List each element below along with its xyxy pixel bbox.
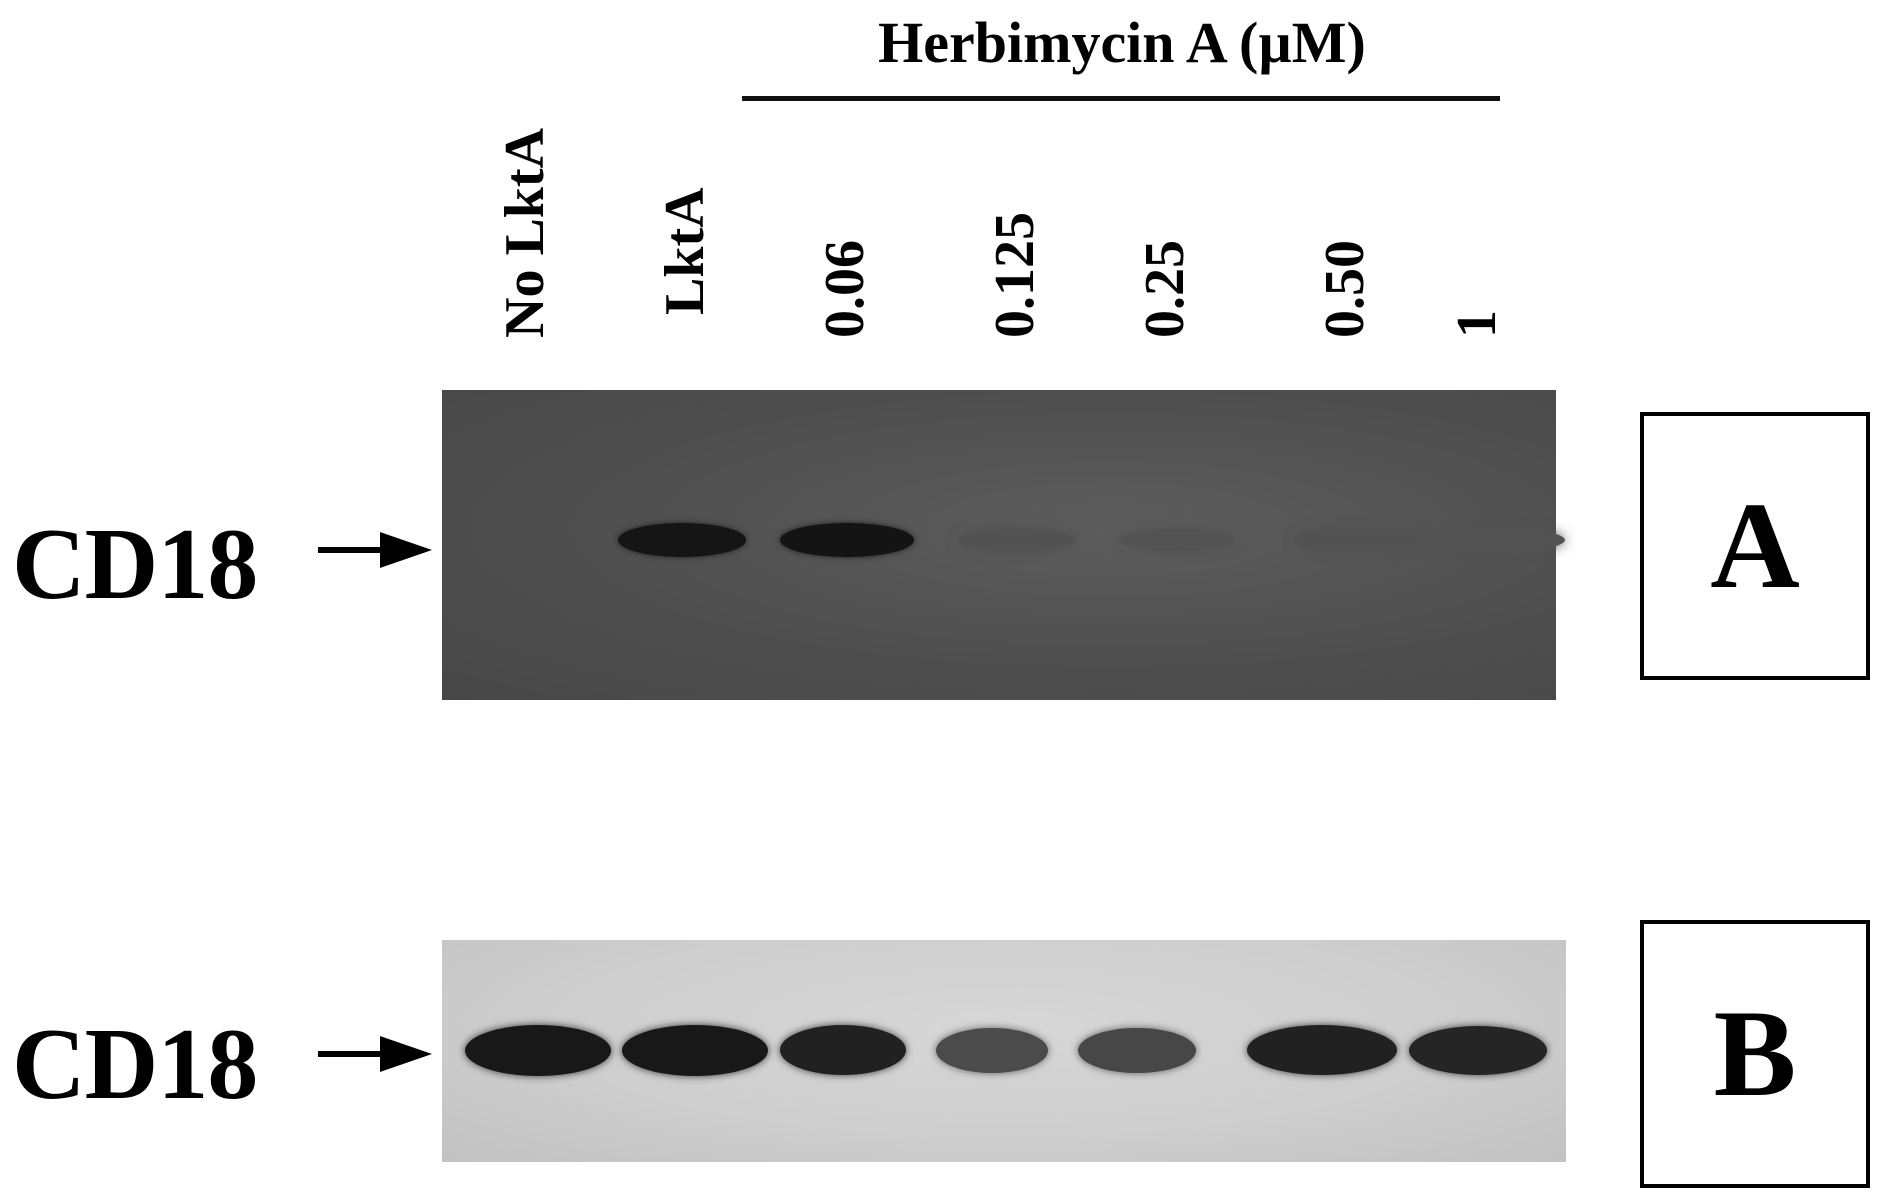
- lane-label-text: 0.25: [1134, 240, 1196, 338]
- blot-band-a: [1449, 529, 1565, 551]
- blot-band-a: [618, 523, 746, 557]
- panel-label-b: B: [1640, 920, 1870, 1188]
- blot-band-b: [780, 1025, 906, 1075]
- blot-band-b: [1078, 1027, 1196, 1073]
- blot-band-b: [622, 1024, 768, 1076]
- lane-label-text: LktA: [654, 187, 716, 315]
- row-label-a: CD18: [12, 508, 258, 621]
- row-label-b: CD18: [12, 1008, 258, 1121]
- lane-label-text: 1: [1446, 310, 1508, 338]
- arrow-right-icon: [318, 1036, 432, 1072]
- blot-panel-a: [442, 390, 1565, 700]
- lane-label-text: 0.06: [814, 240, 876, 338]
- blot-band-b: [1247, 1025, 1397, 1075]
- treatment-bracket-line: [742, 96, 1500, 101]
- arrow-right-icon: [318, 532, 432, 568]
- blot-band-b: [1409, 1025, 1547, 1075]
- lane-label-text: 0.50: [1314, 240, 1376, 338]
- blot-band-a: [1294, 529, 1420, 551]
- blot-band-b: [465, 1024, 611, 1076]
- lane-label-text: No LktA: [494, 127, 556, 338]
- lane-label-text: 0.125: [984, 212, 1046, 338]
- blot-band-a: [1119, 529, 1235, 551]
- blot-band-b: [936, 1027, 1048, 1073]
- blot-band-a: [780, 523, 914, 557]
- blot-band-a: [958, 529, 1076, 551]
- blot-panel-b: [442, 940, 1566, 1162]
- treatment-header: Herbimycin A (µM): [878, 10, 1366, 75]
- panel-label-a: A: [1640, 412, 1870, 680]
